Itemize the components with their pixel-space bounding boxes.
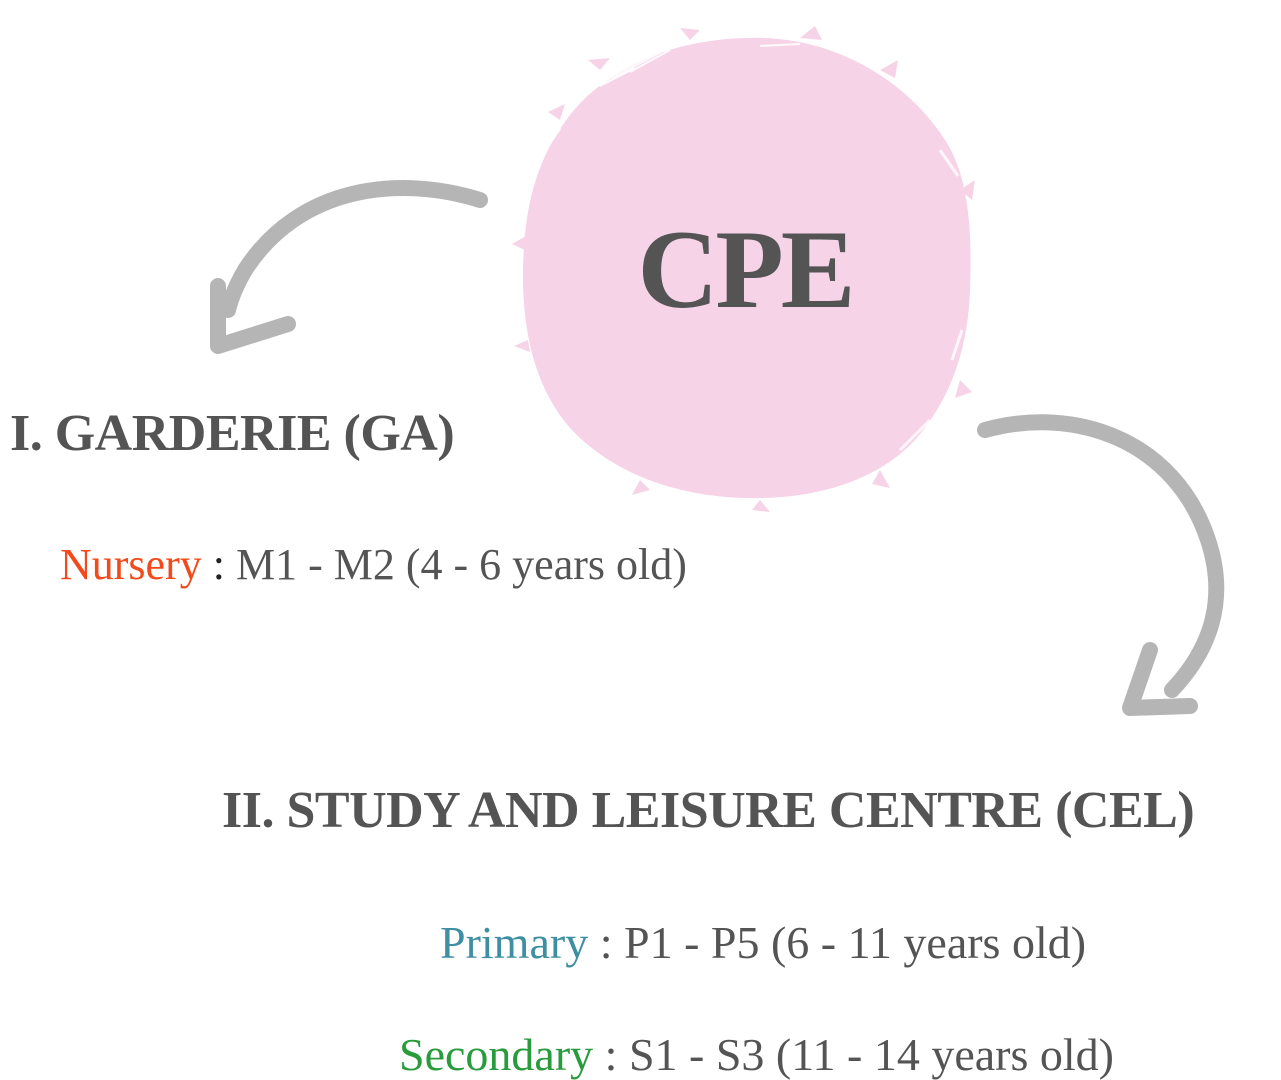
cpe-label: CPE (637, 208, 856, 332)
nursery-label: Nursery (60, 540, 202, 589)
secondary-line: Secondary : S1 - S3 (11 - 14 years old) (399, 1030, 1114, 1080)
cel-heading: II. STUDY AND LEISURE CENTRE (CEL) (222, 782, 1195, 839)
secondary-detail: S1 - S3 (11 - 14 years old) (628, 1029, 1115, 1080)
secondary-separator: : (593, 1029, 629, 1080)
primary-separator: : (588, 917, 624, 968)
arrow-to-garderie (210, 180, 488, 354)
secondary-label: Secondary (399, 1029, 594, 1080)
nursery-detail: M1 - M2 (4 - 6 years old) (235, 540, 687, 589)
nursery-line: Nursery : M1 - M2 (4 - 6 years old) (60, 540, 687, 590)
primary-line: Primary : P1 - P5 (6 - 11 years old) (440, 918, 1086, 968)
arrow-to-cel (977, 414, 1225, 716)
nursery-separator: : (201, 540, 236, 589)
cpe-circle (512, 26, 975, 512)
garderie-heading: I. GARDERIE (GA) (10, 405, 455, 462)
primary-detail: P1 - P5 (6 - 11 years old) (623, 917, 1087, 968)
primary-label: Primary (440, 917, 589, 968)
